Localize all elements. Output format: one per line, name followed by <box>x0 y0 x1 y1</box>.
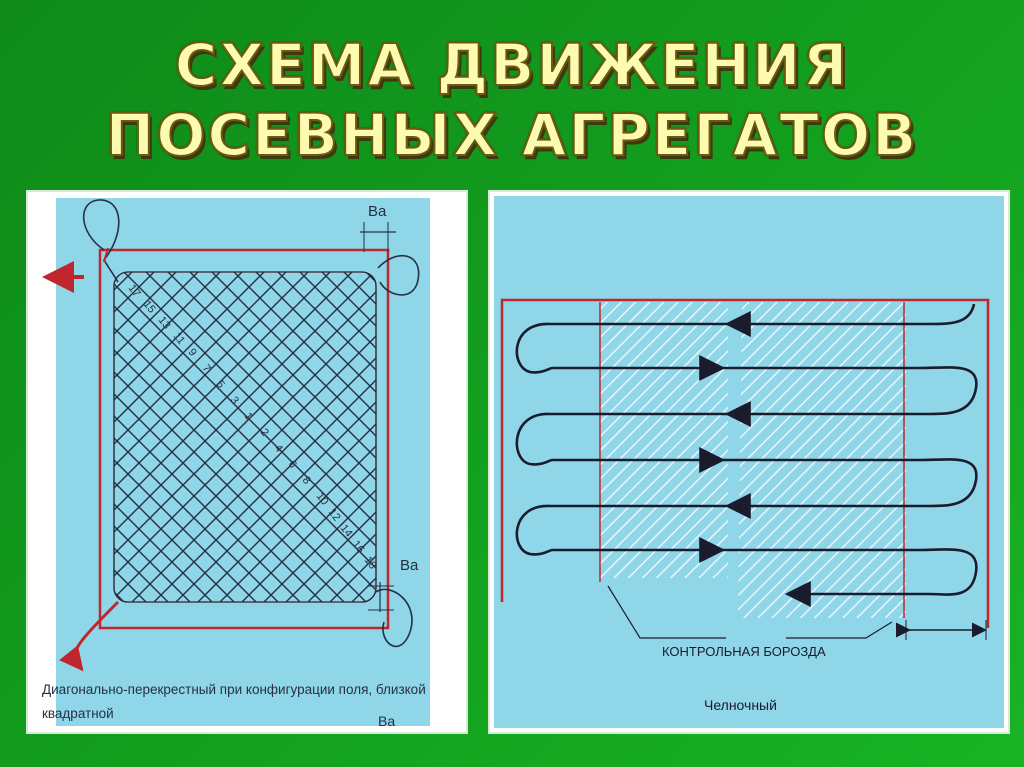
field-boundary <box>98 248 390 630</box>
sown-strip-left <box>600 302 728 578</box>
control-furrow <box>728 296 742 612</box>
title-line-1: СХЕМА ДВИЖЕНИЯ <box>174 30 850 100</box>
left-caption-line-2: квадратной <box>42 706 114 721</box>
pass-number: 13 <box>156 314 173 331</box>
width-label-bottom: Ва <box>378 713 395 729</box>
field-boundary <box>500 298 990 628</box>
control-furrow-label: КОНТРОЛЬНАЯ БОРОЗДА <box>662 644 826 659</box>
right-caption: Челночный <box>704 697 777 713</box>
crosshatch-passes <box>114 272 376 602</box>
shuttle-passes <box>515 303 978 607</box>
width-label-top: Ва <box>368 203 387 220</box>
pass-number: 14 <box>338 522 355 539</box>
turn-loop-top-right <box>377 254 420 296</box>
diagonal-cross-diagram: Ва Ва Ва 17 15 13 11 9 7 5 3 1 2 4 6 8 1… <box>26 190 468 734</box>
pass-number: 17 <box>126 282 143 299</box>
slide-title: СХЕМА ДВИЖЕНИЯ ПОСЕВНЫХ АГРЕГАТОВ <box>0 30 1024 170</box>
pass-number: 15 <box>141 298 158 315</box>
pass-number: 12 <box>326 506 343 523</box>
turn-loop-top-left <box>82 199 120 283</box>
pass-number: 18 <box>362 554 379 571</box>
turn-loop-bottom-right <box>375 588 413 648</box>
shuttle-diagram: КОНТРОЛЬНАЯ БОРОЗДА Челночный <box>488 190 1010 734</box>
shuttle-svg: КОНТРОЛЬНАЯ БОРОЗДА Челночный <box>494 196 1004 728</box>
title-line-2: ПОСЕВНЫХ АГРЕГАТОВ <box>105 100 919 170</box>
diagonal-cross-svg: Ва Ва Ва 17 15 13 11 9 7 5 3 1 2 4 6 8 1… <box>32 196 462 729</box>
width-label-right: Ва <box>400 557 419 574</box>
pass-number: 16 <box>350 538 367 555</box>
pass-number: 10 <box>314 490 331 507</box>
left-caption-line-1: Диагонально-перекрестный при конфигураци… <box>42 682 426 697</box>
entry-arrow <box>59 600 120 672</box>
